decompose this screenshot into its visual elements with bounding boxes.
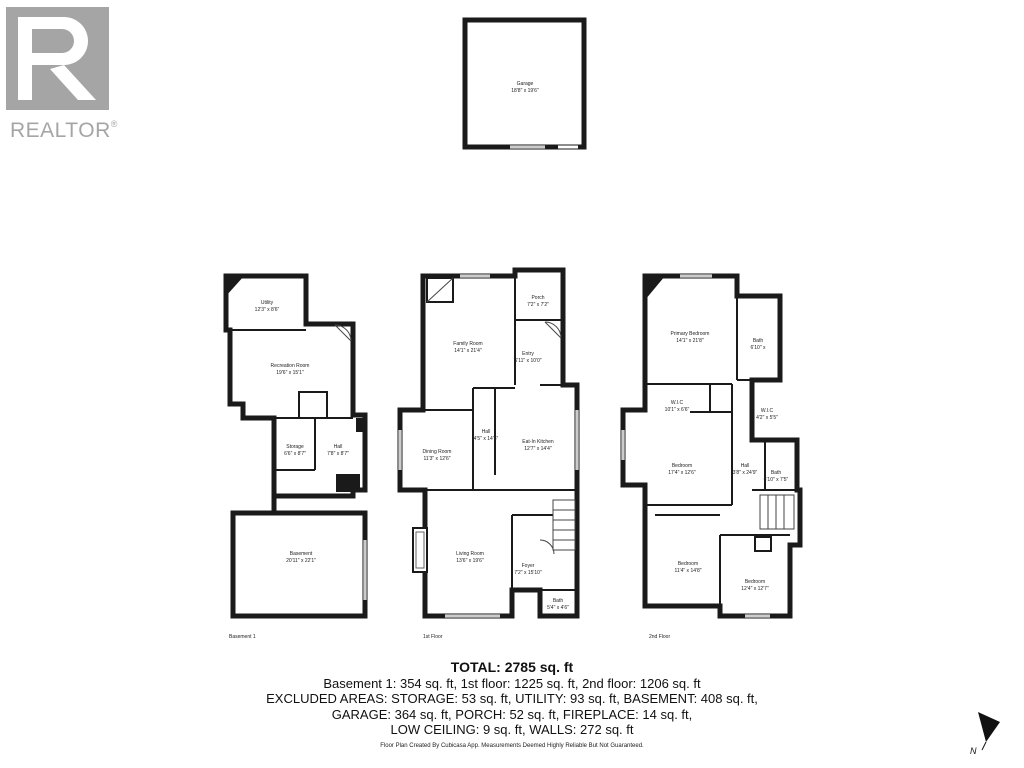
storage-dim: 6'6" x 8'7" — [284, 451, 306, 457]
basement-room-dim: 20'11" x 22'1" — [286, 558, 316, 564]
wic2-name: W.I.C — [761, 408, 774, 414]
first-floor-plan: Porch 7'2" x 7'2" Family Room 14'1" x 21… — [397, 267, 580, 640]
primary-bedroom-name: Primary Bedroom — [671, 331, 710, 337]
dining-room-dim: 11'3" x 12'6" — [423, 456, 450, 462]
basement-hall-dim: 7'8" x 8'7" — [327, 451, 349, 457]
north-label: N — [970, 746, 977, 756]
realtor-logo-mark — [6, 7, 109, 110]
bedroom1-dim: 17'4" x 12'6" — [668, 470, 696, 476]
bedroom2-name: Bedroom — [678, 561, 698, 567]
entry-name: Entry — [522, 351, 534, 357]
first-floor-label: 1st Floor — [423, 634, 443, 640]
kitchen-dim: 12'7" x 14'4" — [524, 446, 552, 452]
basement-hall-name: Hall — [334, 444, 343, 450]
wic2-dim: 4'2" x 5'5" — [756, 415, 778, 421]
first-hall-name: Hall — [482, 429, 491, 435]
garage-dim: 18'8" x 19'6" — [511, 88, 539, 94]
second-hall-dim: 3'8" x 24'9" — [733, 470, 758, 476]
entry-dim: 6'11" x 10'0" — [514, 358, 541, 364]
excluded-areas-line2: GARAGE: 364 sq. ft, PORCH: 52 sq. ft, FI… — [331, 706, 693, 722]
basement-utility-name: Utility — [261, 300, 274, 306]
realtor-wordmark: REALTOR® — [10, 119, 118, 142]
first-bath-name: Bath — [553, 598, 564, 604]
second-hall-name: Hall — [741, 463, 750, 469]
basement-plan: Utility 12'3" x 8'6" Recreation Room 19'… — [223, 273, 368, 640]
area-totals: TOTAL: 2785 sq. ft Basement 1: 354 sq. f… — [0, 659, 1024, 738]
second-bath1-name: Bath — [753, 338, 764, 344]
basement-room-name: Basement — [290, 551, 313, 557]
bedroom1-name: Bedroom — [672, 463, 692, 469]
primary-bedroom-dim: 14'1" x 21'8" — [676, 338, 704, 344]
porch-dim: 7'2" x 7'2" — [527, 302, 549, 308]
credit-note: Floor Plan Created By Cubicasa App. Meas… — [380, 743, 644, 749]
first-bath-dim: 5'4" x 4'6" — [547, 605, 569, 611]
total-area: TOTAL: 2785 sq. ft — [450, 659, 574, 675]
dining-room-name: Dining Room — [423, 449, 452, 455]
second-floor-plan: Primary Bedroom 14'1" x 21'8" Bath 6'10"… — [620, 273, 803, 640]
bedroom2-dim: 11'4" x 14'8" — [674, 568, 701, 574]
second-floor-label: 2nd Floor — [649, 634, 670, 640]
recreation-room-dim: 19'6" x 15'1" — [276, 370, 304, 376]
basement-level-label: Basement 1 — [229, 634, 256, 640]
north-arrow-icon: N — [970, 712, 1000, 756]
living-room-name: Living Room — [456, 551, 484, 557]
family-room-name: Family Room — [453, 341, 482, 347]
kitchen-name: Eat-In Kitchen — [522, 439, 554, 445]
wic1-name: W.I.C — [671, 400, 684, 406]
foyer-dim: 7'2" x 15'10" — [514, 570, 542, 576]
realtor-r-icon — [18, 17, 96, 100]
excluded-areas-line1: EXCLUDED AREAS: STORAGE: 53 sq. ft, UTIL… — [266, 691, 758, 706]
bedroom3-dim: 12'4" x 12'7" — [741, 586, 769, 592]
living-room-dim: 13'6" x 19'6" — [456, 558, 484, 564]
excluded-areas-line3: LOW CEILING: 9 sq. ft, WALLS: 272 sq. ft — [390, 722, 634, 737]
second-bath2-name: Bath — [771, 470, 782, 476]
wic1-dim: 10'1" x 6'6" — [665, 407, 690, 413]
recreation-room-name: Recreation Room — [271, 363, 310, 369]
porch-name: Porch — [531, 295, 544, 301]
first-hall-dim: 4'5" x 14'6" — [474, 436, 499, 442]
garage-name: Garage — [517, 81, 534, 87]
second-bath2-dim: 6'10" x 7'5" — [764, 477, 789, 483]
realtor-logo: REALTOR® — [6, 7, 118, 142]
foyer-name: Foyer — [522, 563, 535, 569]
storage-name: Storage — [286, 444, 304, 450]
family-room-dim: 14'1" x 21'4" — [454, 348, 482, 354]
second-bath1-dim: 6'10" x — [751, 345, 766, 351]
basement-utility-dim: 12'3" x 8'6" — [255, 307, 280, 313]
bedroom3-name: Bedroom — [745, 579, 765, 585]
garage-plan: Garage 18'8" x 19'6" — [462, 17, 587, 150]
floor-areas: Basement 1: 354 sq. ft, 1st floor: 1225 … — [323, 675, 701, 691]
